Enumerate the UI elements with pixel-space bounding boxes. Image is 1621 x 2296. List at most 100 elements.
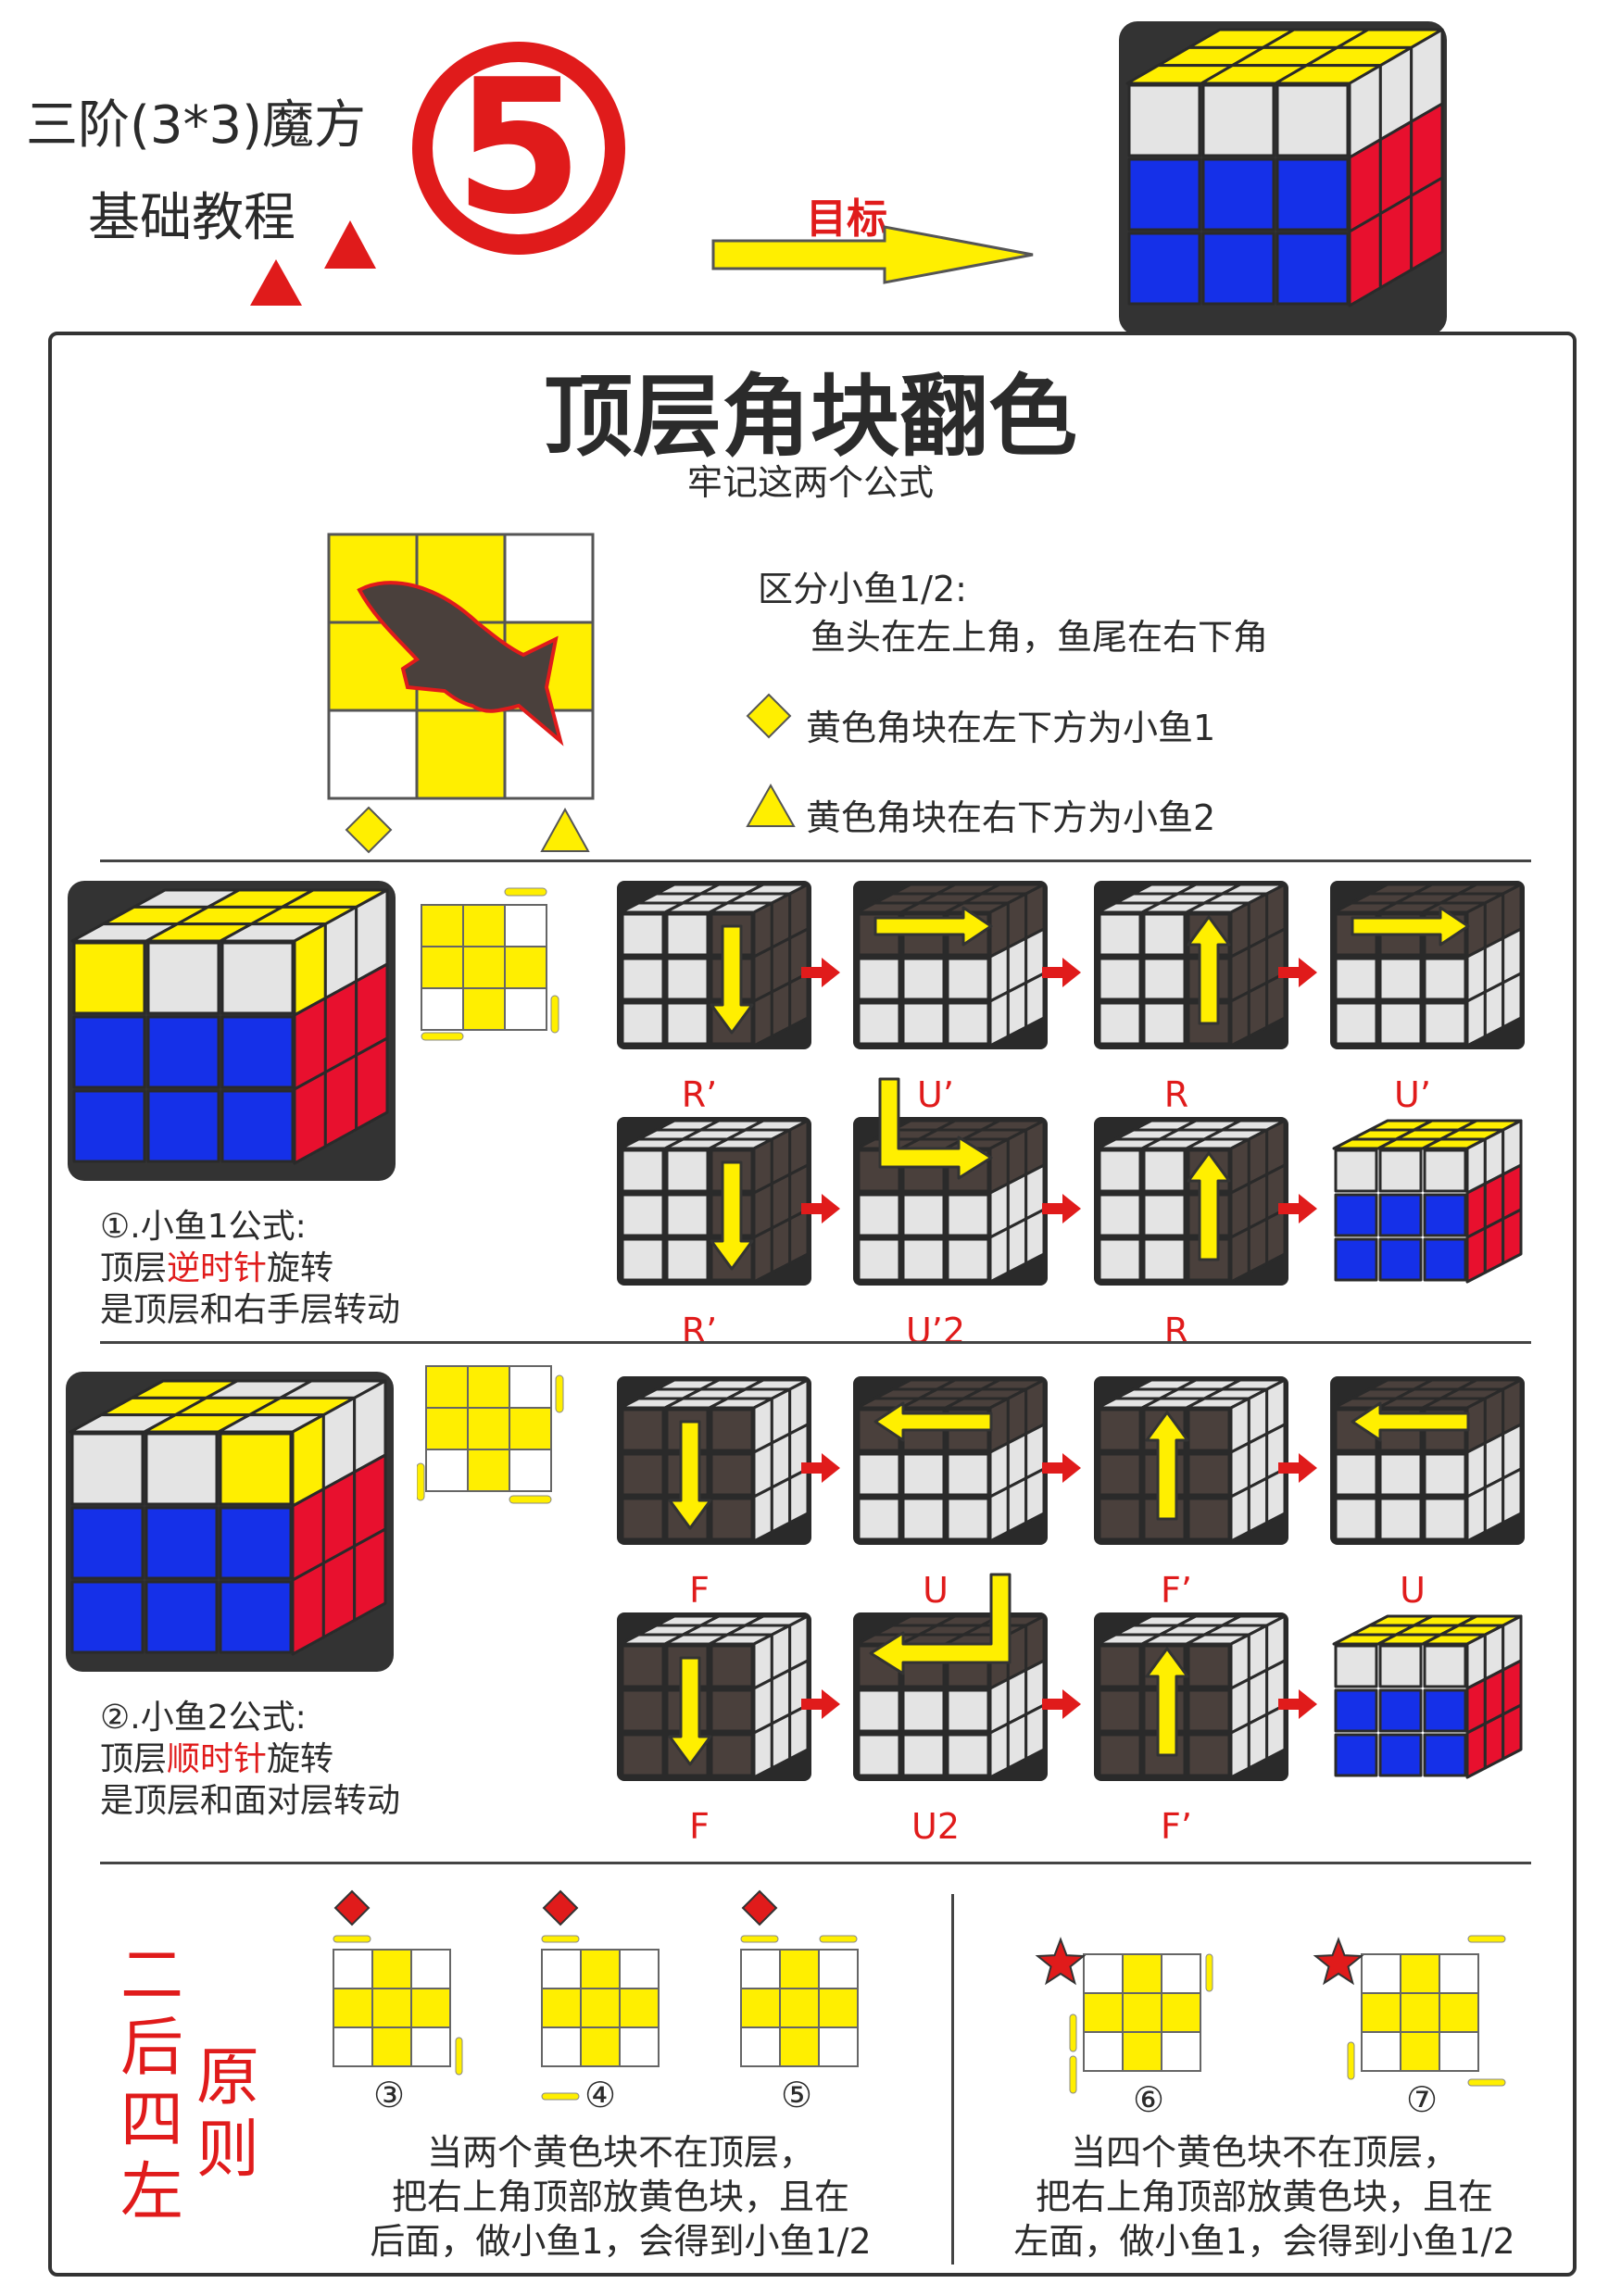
front-sticker [1275,83,1350,157]
step-cube [1094,881,1288,1049]
front-sticker [1098,1688,1142,1733]
front-sticker [665,1193,710,1237]
right-sticker [1465,1722,1487,1779]
right-sticker [770,1713,792,1770]
front-sticker [219,1580,293,1654]
front-sticker [621,1644,665,1688]
right-sticker [1247,1713,1269,1770]
side-sticker-mark [1069,2055,1077,2094]
note-line: 左面，做小鱼1，会得到小鱼1/2 [1013,2221,1515,2262]
front-sticker [1378,1452,1423,1497]
front-sticker [1378,1688,1423,1733]
face-cell [1361,1953,1401,1994]
step-cube [1094,1117,1288,1286]
note-line: 后面，做小鱼1，会得到小鱼1/2 [370,2221,872,2262]
right-sticker [1006,981,1028,1038]
front-sticker [70,1506,145,1580]
front-sticker [901,1733,946,1777]
goal-cube [1119,21,1447,335]
front-sticker [901,957,946,1001]
case-face [1347,1935,1506,2087]
solved-cube [1332,1614,1523,1779]
face-cell [818,2026,859,2067]
header-triangles [250,220,376,306]
face-cell [1161,2031,1201,2072]
face-cell [333,2026,373,2067]
face-cell [425,1407,469,1450]
next-arrow-icon [1042,1689,1081,1719]
front-sticker [1423,1452,1467,1497]
principle-right-note: 当四个黄色块不在顶层， 把右上角顶部放黄色块，且在 左面，做小鱼1，会得到小鱼1… [963,2130,1565,2264]
case-number: ⑥ [1133,2079,1164,2120]
front-sticker [901,1001,946,1046]
step-cube [1094,1612,1288,1781]
front-sticker [1187,1733,1231,1777]
next-arrow-icon [1278,1194,1317,1223]
formula2-direction-highlight: 顺时针 [167,1740,268,1778]
next-arrow-icon [1042,1453,1081,1483]
front-sticker [1098,912,1142,957]
front-sticker [72,941,146,1015]
side-sticker-mark [541,1935,580,1943]
front-sticker [1201,232,1275,306]
front-sticker [1334,1148,1378,1193]
principle-divider [951,1894,954,2265]
face-cell [580,1949,621,1989]
case-number: ⑦ [1406,2079,1438,2120]
step-cube [617,1117,811,1286]
face-cell [1083,1953,1124,1994]
front-sticker [70,1580,145,1654]
right-sticker [1229,990,1250,1048]
case-face [1069,1953,1213,2094]
formula2-direction: 顶层顺时针旋转 [100,1732,333,1780]
lesson-number: 5 [454,40,584,256]
move-arrow-icon [1351,906,1470,947]
face-cell [509,1407,552,1450]
case-number: ③ [373,2075,405,2115]
front-sticker [1334,957,1378,1001]
principle-title: 二后四左 [120,1939,184,2229]
front-sticker [1334,1001,1378,1046]
front-sticker [72,1089,146,1163]
front-sticker [621,957,665,1001]
triangle-icon [324,220,376,269]
front-sticker [710,1733,754,1777]
right-sticker [1024,972,1046,1029]
move-label: R [1164,1074,1188,1115]
right-sticker [1024,1467,1046,1524]
right-sticker [1229,1226,1250,1284]
front-sticker [145,1432,219,1506]
right-sticker [1024,1703,1046,1761]
front-sticker [1378,1001,1423,1046]
front-sticker [901,1497,946,1541]
face-cell [462,946,506,989]
formula2-direction-suffix: 旋转 [267,1740,334,1778]
right-sticker [988,1722,1010,1779]
front-sticker [1334,1193,1378,1237]
right-sticker [1502,972,1523,1029]
star-icon [1313,1937,1364,1986]
face-cell [504,946,547,989]
next-arrow-icon [801,1689,840,1719]
solved-cube [1332,1119,1523,1284]
front-sticker [665,912,710,957]
move-label: R [1164,1311,1188,1351]
next-arrow-icon [801,958,840,987]
right-sticker [1348,212,1382,307]
right-sticker [1265,1703,1287,1761]
side-sticker-mark [555,1374,564,1413]
face-cell [541,1949,582,1989]
front-sticker [1423,1193,1467,1237]
move-label: R’ [682,1074,717,1115]
face-cell [421,904,464,947]
face-cell [1161,1953,1201,1994]
front-sticker [1423,1644,1467,1688]
fish1-cube [68,881,396,1181]
front-sticker [857,1688,901,1733]
move-arrow-icon [873,1401,993,1442]
face-cell [509,1449,552,1492]
fish-heading: 区分小鱼1/2: [758,569,967,609]
front-sticker [710,1644,754,1688]
principle-side: 原则 [196,2041,260,2187]
